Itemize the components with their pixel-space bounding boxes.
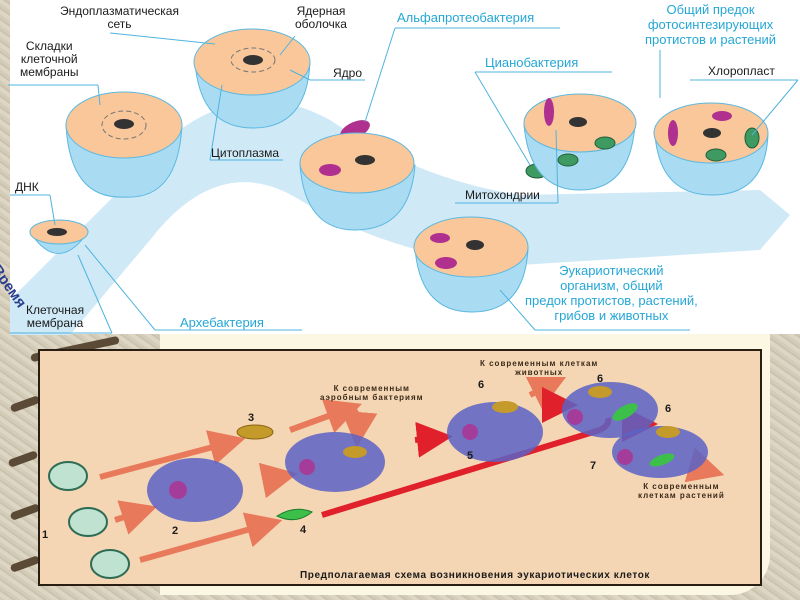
- stage-number: 2: [172, 525, 179, 537]
- label-membrane-folds: Складки клеточной мембраны: [20, 39, 79, 79]
- label-eukaryote-ancestor: Эукариотический организм, общий предок п…: [525, 263, 698, 323]
- label-archaebacterium: Архебактерия: [180, 315, 264, 330]
- host-cell-5: [447, 402, 543, 462]
- host-cell-7: [612, 426, 708, 478]
- label-dna: ДНК: [15, 180, 39, 194]
- label-chloroplast: Хлоропласт: [708, 64, 775, 78]
- cyanobacterium-engulfing-cell: [523, 93, 637, 191]
- stage-number: 6: [665, 403, 672, 415]
- leader-lines: [8, 27, 799, 334]
- eukaryote-ancestor-cell: [413, 216, 529, 313]
- free-chloroplast-4: [275, 508, 313, 521]
- label-nucleus: Ядро: [333, 66, 363, 80]
- protocell-1c: [90, 549, 130, 579]
- host-cell-6: [562, 382, 658, 438]
- scheme-caption: Предполагаемая схема возникновения эукар…: [300, 570, 651, 581]
- stage-number: 3: [248, 412, 255, 424]
- engulfing-cell: [299, 132, 416, 231]
- stage-number: 4: [300, 524, 307, 536]
- label-photosynthetic-ancestor: Общий предок фотосинтезирующих протистов…: [645, 2, 777, 47]
- label-to-plant-cells: К современным клеткам растений: [638, 482, 725, 500]
- archaebacterium-cell: [29, 219, 89, 254]
- label-alphaproteobacterium: Альфапротеобактерия: [397, 10, 535, 25]
- label-cytoplasm: Цитоплазма: [211, 146, 280, 160]
- label-mitochondria: Митохондрии: [465, 188, 540, 202]
- label-to-aerobic-bacteria: К современным аэробным бактериям: [320, 384, 424, 402]
- endoplasmic-reticulum-cell: [193, 28, 311, 129]
- label-cyanobacterium: Цианобактерия: [485, 55, 579, 70]
- label-nuclear-envelope: Ядерная оболочка: [295, 4, 347, 31]
- free-mitochondrion-3: [236, 424, 274, 440]
- stage-number: 7: [590, 460, 597, 472]
- protocell-1a: [48, 461, 88, 491]
- stage-number: 6: [478, 379, 485, 391]
- protocell-1b: [68, 507, 108, 537]
- host-cell-2: [147, 458, 243, 522]
- photosynthetic-ancestor-cell: [653, 102, 769, 196]
- label-cell-membrane: Клеточная мембрана: [26, 303, 85, 330]
- label-endoplasmic-reticulum: Эндоплазматическая сеть: [60, 4, 179, 31]
- label-to-animal-cells: К современным клеткам животных: [480, 359, 599, 377]
- stage-number: 5: [467, 450, 474, 462]
- stage-number: 1: [42, 529, 49, 541]
- time-arrow: [10, 101, 790, 335]
- membrane-folds-cell: [65, 91, 183, 198]
- host-cell-with-mitochondrion: [285, 432, 385, 492]
- stage-number: 6: [597, 373, 604, 385]
- evolution-timeline-graphic: [8, 27, 799, 335]
